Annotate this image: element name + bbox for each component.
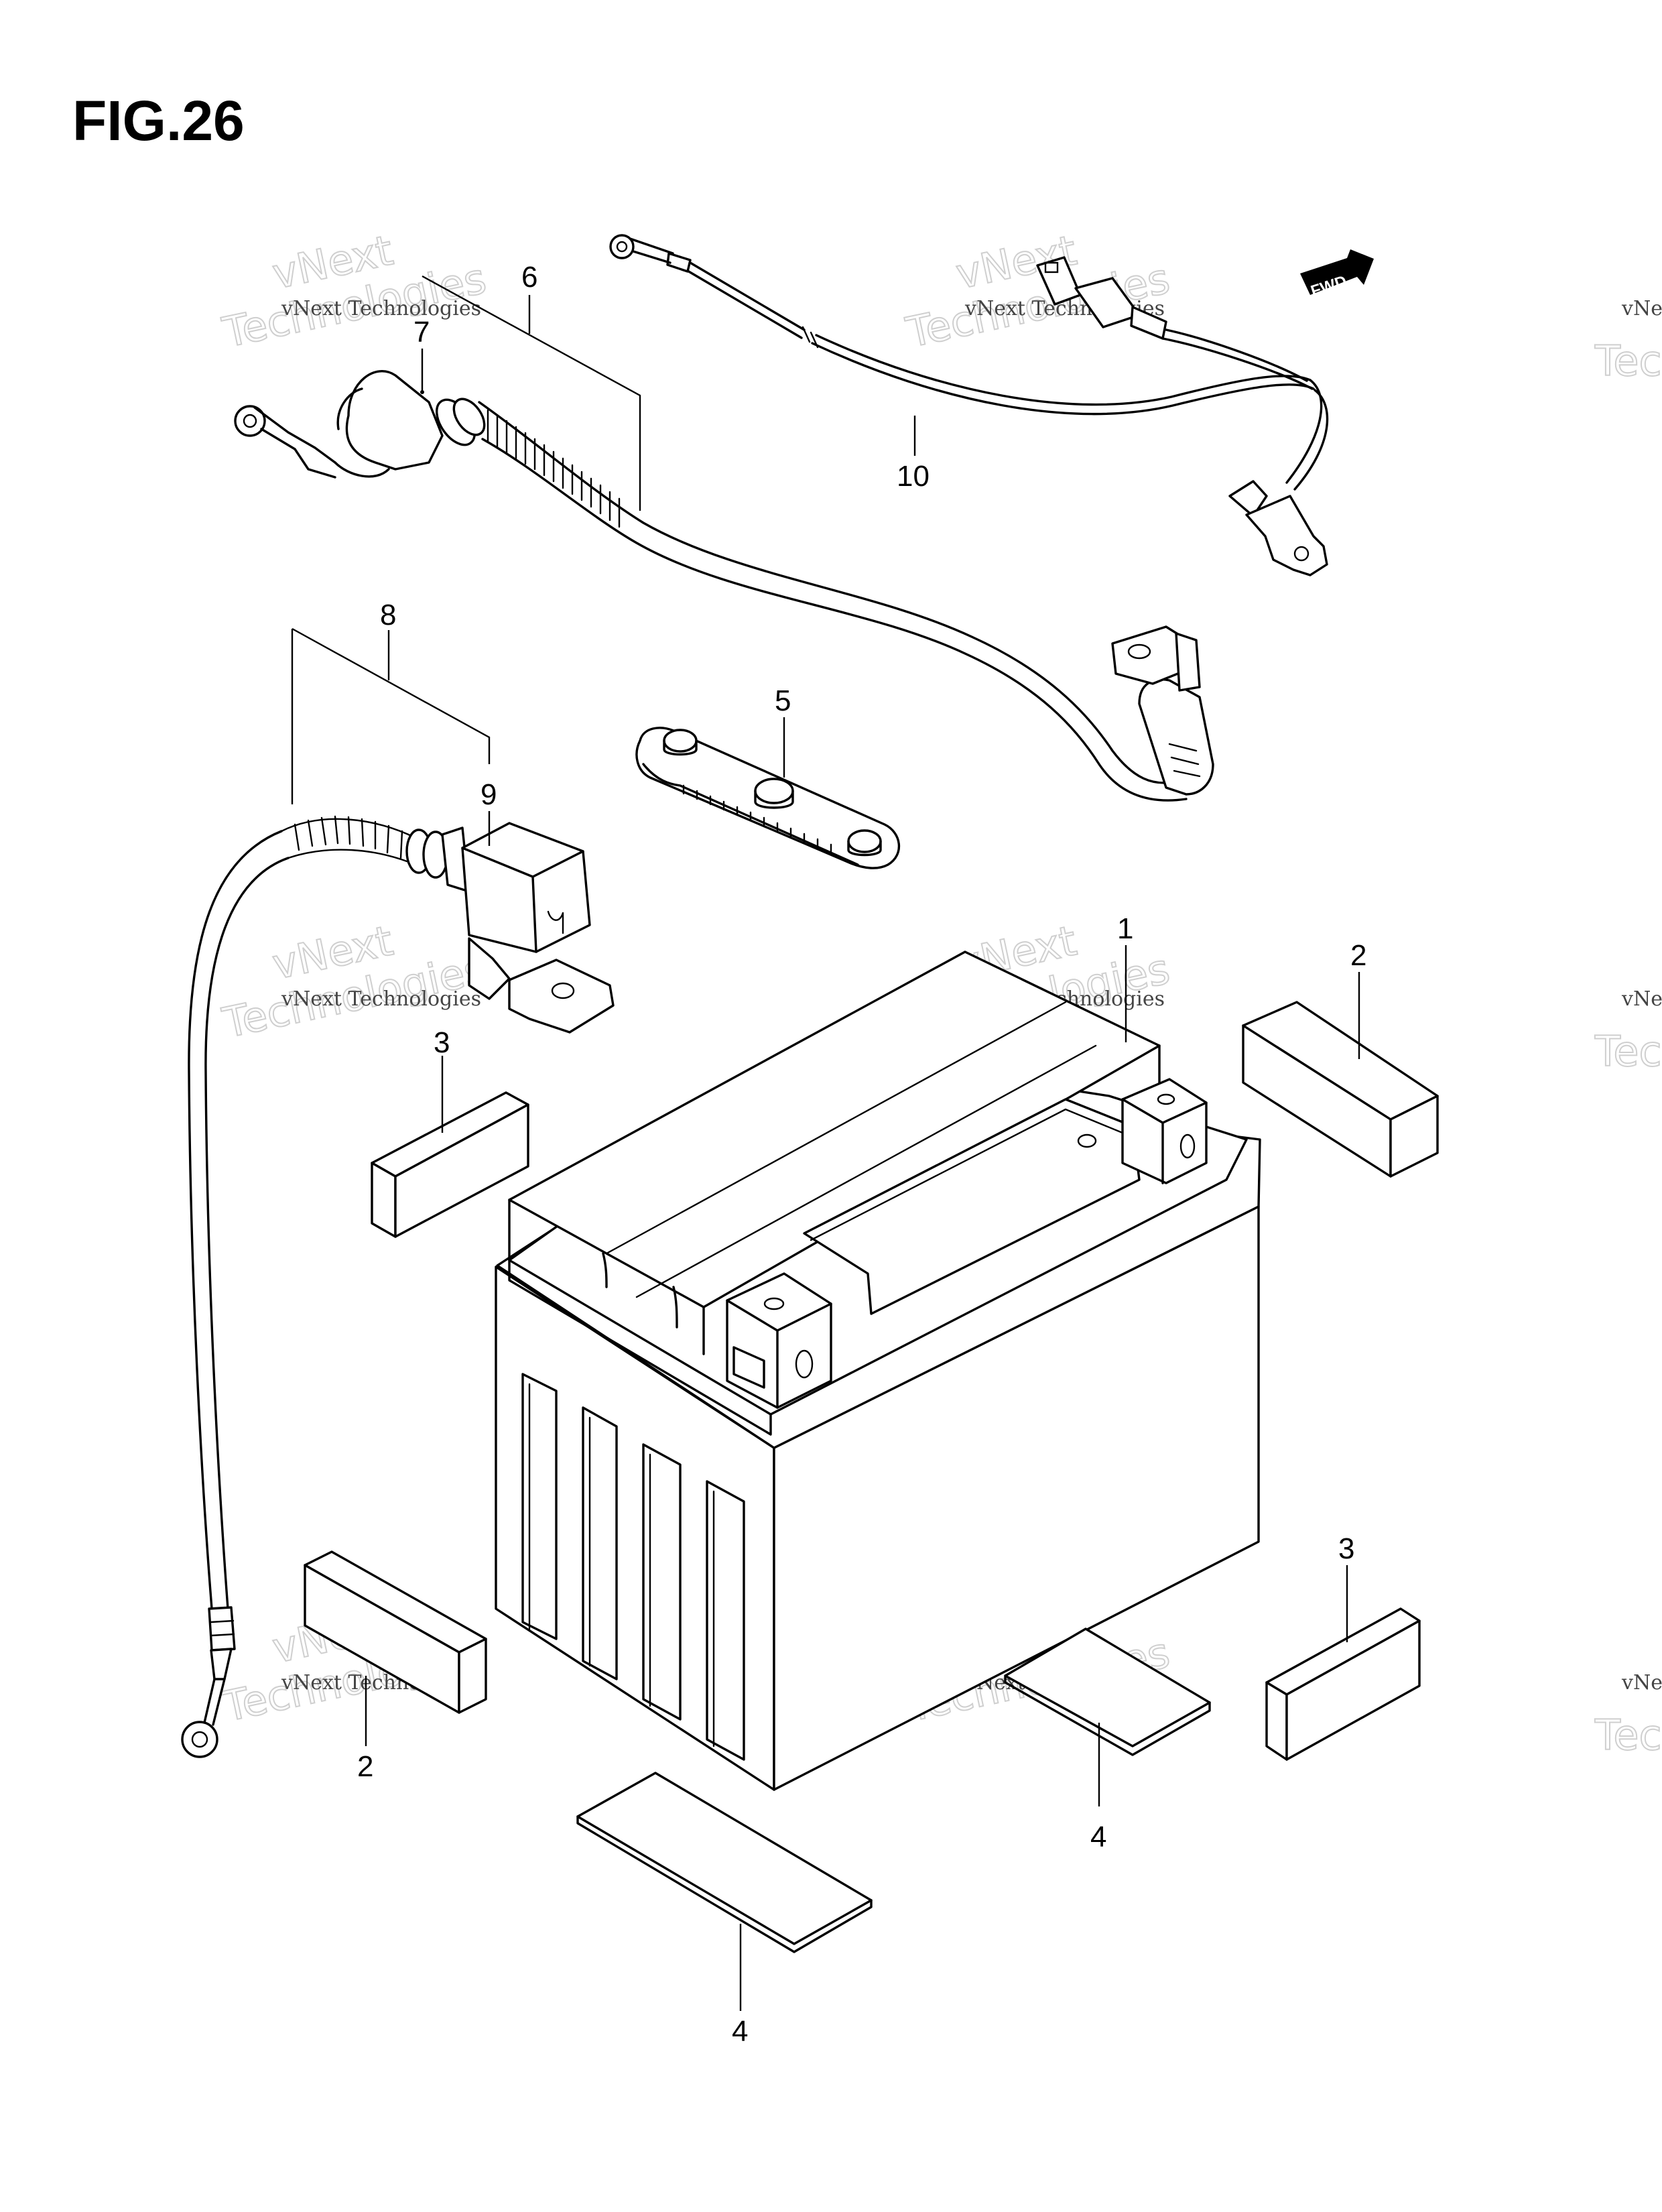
callout-label: 1	[1117, 912, 1133, 945]
part-4-sheet-bottom	[576, 1772, 873, 1953]
callout-6: 6	[422, 261, 641, 511]
fwd-arrow-icon: FWD	[1300, 249, 1374, 301]
part-8-negative-lead-cable	[181, 815, 615, 1758]
part-4-sheet-right	[1004, 1627, 1211, 1756]
part-1-battery	[495, 950, 1261, 1791]
callout-label: 10	[897, 460, 930, 493]
part-6-battery-lead-cable	[234, 370, 1214, 802]
callout-label: 2	[357, 1750, 373, 1783]
callout-label: 8	[380, 599, 396, 631]
callout-1: 1	[1117, 912, 1133, 1042]
watermark-text: Technologies	[1594, 1711, 1662, 1760]
figure-title: FIG.26	[72, 89, 245, 152]
callout-3-lower: 3	[1338, 1532, 1354, 1642]
callout-10: 10	[897, 416, 930, 493]
callout-label: 7	[413, 316, 430, 349]
watermark-text: Technologies	[1594, 336, 1662, 385]
part-2-pad-upper-right	[1242, 1001, 1439, 1178]
watermark-top-center: Technologies vNext vNext Technologies	[901, 225, 1175, 357]
callout-4-bottom: 4	[732, 1924, 748, 2048]
watermark-text: vNext	[1621, 1671, 1662, 1695]
callout-label: 2	[1350, 939, 1366, 972]
watermark-text: vNext Technologies	[281, 987, 481, 1011]
callout-2-lower: 2	[357, 1676, 373, 1783]
part-3-pad-upper-left	[371, 1091, 529, 1238]
callout-label: 4	[732, 2015, 748, 2048]
callout-4-right: 4	[1090, 1723, 1106, 1853]
part-2-pad-lower-left	[304, 1550, 487, 1714]
callout-2-upper: 2	[1350, 939, 1366, 1059]
callout-label: 4	[1090, 1821, 1106, 1853]
watermark-text: vNext Technologies	[281, 297, 481, 320]
watermark-right-edge-3: vNext Technologies	[1594, 1671, 1662, 1760]
callout-label: 3	[434, 1026, 450, 1059]
callout-label: 3	[1338, 1532, 1354, 1565]
watermark-text: vNext	[1621, 297, 1662, 320]
callout-8: 8	[291, 599, 491, 804]
callout-label: 5	[775, 684, 791, 717]
watermark-text: vNext	[1621, 987, 1662, 1011]
callout-7: 7	[413, 316, 430, 394]
callout-5: 5	[775, 684, 791, 778]
part-10-wire-harness	[609, 234, 1329, 576]
watermark-right-edge-2: vNext Technologies	[1594, 987, 1662, 1077]
part-5-terminal-plate	[635, 727, 900, 869]
callout-label: 9	[481, 778, 497, 811]
callout-3-upper: 3	[434, 1026, 450, 1133]
watermark-text: Technologies	[1594, 1027, 1662, 1076]
watermark-right-edge-1: vNext Technologies	[1594, 297, 1662, 386]
callout-label: 6	[521, 261, 537, 294]
part-3-pad-lower-right	[1265, 1607, 1421, 1761]
callout-9: 9	[481, 778, 497, 846]
